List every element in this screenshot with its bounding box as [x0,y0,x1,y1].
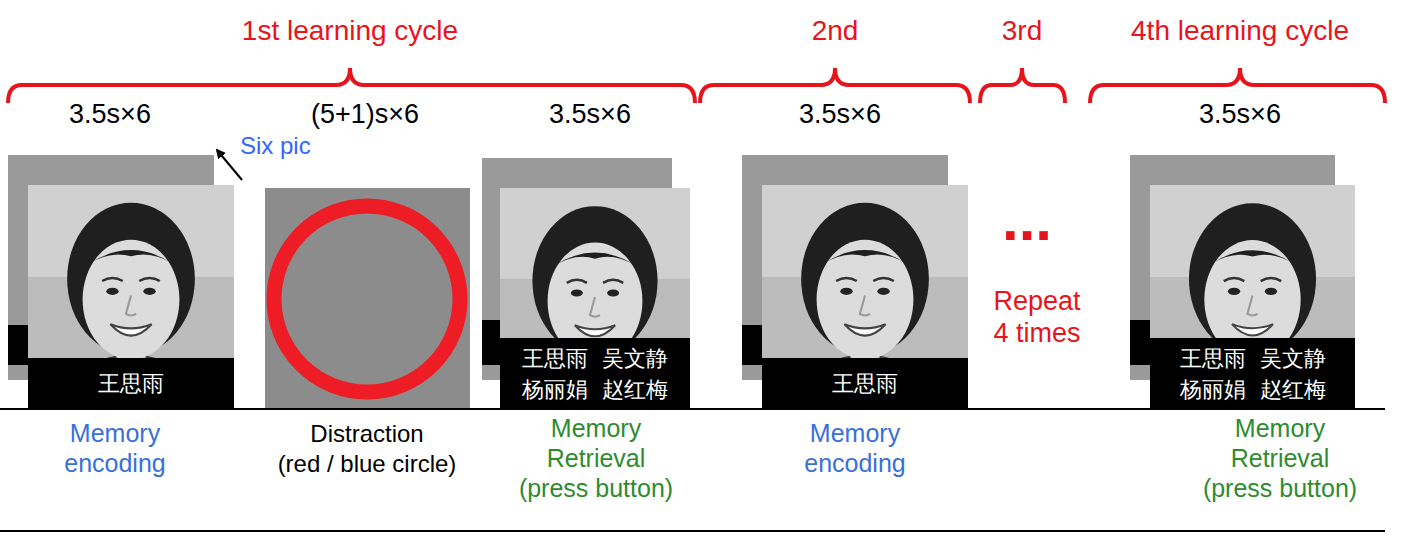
caption-text: 4th learning cycle [1090,14,1390,48]
caption-text: Distraction [267,420,467,449]
eye [877,288,889,295]
caption-text: 3.5s×6 [760,98,920,130]
caption-text: Memory encoding [790,418,920,478]
name-text: 王思雨 [98,371,164,396]
eye [1228,288,1240,295]
face-picture: 王思雨吴文静杨丽娟赵红梅 [500,188,690,410]
photo-ground [500,188,690,410]
eye [840,288,852,295]
name-text: 吴文静 [1260,346,1326,371]
cycle-bracket [700,68,970,103]
face-picture: 王思雨吴文静杨丽娟赵红梅 [1150,185,1355,410]
caption-text: 2nd [775,14,895,48]
eye [106,288,118,295]
nose [860,295,870,315]
smile [575,325,615,336]
fringe [88,250,175,264]
pointer-arrow [217,150,242,180]
smile [110,324,151,335]
face [817,240,914,359]
photo-ground [762,185,968,410]
eye [143,288,155,295]
eye [1265,288,1277,295]
eyebrow [1224,278,1245,281]
distraction-screen [265,188,470,410]
name-text: 王思雨 [522,346,588,371]
cycle-bracket [1090,68,1385,103]
eyebrow [102,278,123,281]
caption-text: 3.5s×6 [30,98,190,130]
name-text: 赵红梅 [1260,377,1326,402]
name-text: 赵红梅 [602,377,668,402]
eyebrow [139,278,160,281]
cycle-bracket [8,68,695,103]
name-bar: 王思雨 [762,358,968,410]
nose [126,295,136,315]
nose [590,297,600,317]
eye [571,289,583,296]
name-text: 吴文静 [602,346,668,371]
caption-text: Memory Retrieval (press button) [516,413,676,503]
eyebrow [567,280,587,283]
eyebrow [836,278,857,281]
caption-text: 1st learning cycle [170,14,530,48]
smile [844,324,885,335]
caption-text: Memory Retrieval (press button) [1200,413,1360,503]
caption-text: 3rd [972,14,1072,48]
fringe [822,250,909,264]
photo-ground [1150,185,1355,410]
name-text: 王思雨 [832,371,898,396]
fringe [1209,250,1295,264]
name-text: 杨丽娟 [1180,377,1246,402]
face-picture: 王思雨 [28,185,234,410]
caption-text: 3.5s×6 [510,98,670,130]
distraction-circle [274,206,460,392]
caption-text: Six pic [240,132,350,161]
bottom-rule [0,530,1385,532]
caption-text: Repeat 4 times [985,285,1090,350]
caption-text: (red / blue circle) [257,450,477,479]
eyebrow [603,280,623,283]
face-picture: 王思雨 [762,185,968,410]
caption-text: Memory encoding [50,418,180,478]
name-text: 王思雨 [1180,346,1246,371]
caption-text: 3.5s×6 [1160,98,1320,130]
fringe [553,253,638,267]
eyebrow [873,278,894,281]
photo-ground [28,185,234,410]
eye [607,289,619,296]
name-text: 杨丽娟 [522,377,588,402]
caption-text: ... [972,190,1082,250]
face [83,240,180,359]
eyebrow [1261,278,1282,281]
cycle-bracket [980,68,1065,103]
smile [1232,324,1273,335]
name-bar: 王思雨吴文静杨丽娟赵红梅 [1150,338,1355,410]
name-bar: 王思雨吴文静杨丽娟赵红梅 [500,338,690,410]
nose [1247,295,1257,315]
name-bar: 王思雨 [28,358,234,410]
caption-text: (5+1)s×6 [275,98,455,130]
